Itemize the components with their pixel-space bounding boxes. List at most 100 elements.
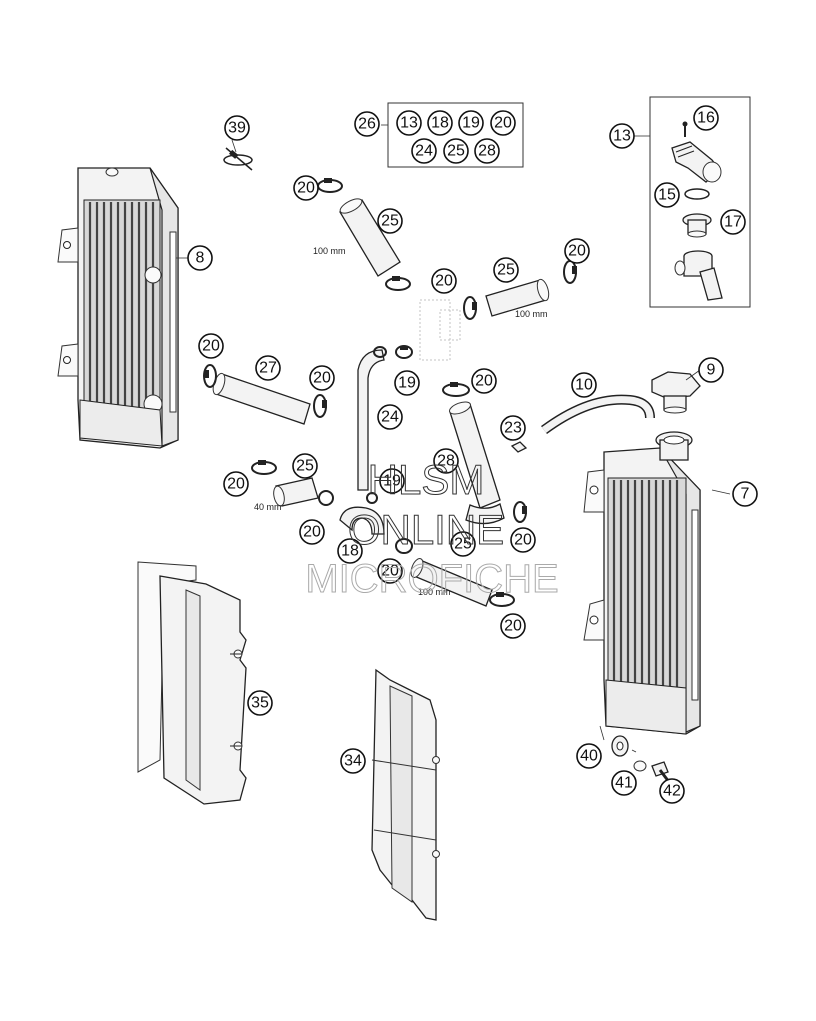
svg-text:7: 7	[741, 486, 750, 503]
svg-text:18: 18	[341, 543, 359, 560]
callout-25: 25	[443, 138, 469, 164]
svg-text:13: 13	[613, 128, 631, 145]
watermark: HLSM ONLINE MICROFICHE	[305, 456, 559, 602]
watermark-line-1: HLSM	[368, 456, 485, 503]
clip-23	[510, 441, 528, 453]
callout-17: 17	[720, 209, 746, 235]
svg-text:8: 8	[196, 250, 205, 267]
svg-text:10: 10	[575, 377, 593, 394]
callout-20: 20	[198, 333, 224, 359]
callout-24: 24	[411, 138, 437, 164]
callout-8: 8	[187, 245, 213, 271]
radiator-guard-35	[137, 561, 247, 805]
svg-text:25: 25	[447, 143, 465, 160]
svg-text:27: 27	[259, 360, 277, 377]
left-radiator-core	[83, 199, 161, 411]
hose-clamp	[373, 346, 387, 358]
svg-text:40: 40	[580, 748, 598, 765]
svg-text:20: 20	[227, 476, 245, 493]
callout-41: 41	[611, 770, 637, 796]
callout-9: 9	[698, 357, 724, 383]
callout-18: 18	[337, 538, 363, 564]
callout-40: 40	[576, 743, 602, 769]
svg-text:16: 16	[697, 110, 715, 127]
callout-18: 18	[427, 110, 453, 136]
radiator-guard-34	[371, 668, 440, 921]
callout-20: 20	[293, 175, 319, 201]
svg-text:28: 28	[437, 453, 455, 470]
cable-tie	[223, 147, 253, 171]
dimension-label: 100 mm	[418, 587, 451, 597]
callout-20: 20	[510, 527, 536, 553]
o-ring-part	[684, 188, 710, 200]
svg-text:23: 23	[504, 420, 522, 437]
watermark-line-2: ONLINE	[348, 506, 504, 553]
hose-25-centre	[449, 401, 501, 509]
svg-text:28: 28	[478, 143, 496, 160]
watermark-line-3: MICROFICHE	[305, 557, 558, 601]
svg-text:20: 20	[381, 563, 399, 580]
hose-clamp	[442, 382, 470, 397]
hose-clamp	[385, 276, 411, 291]
hose-18	[339, 506, 385, 535]
right-radiator	[583, 431, 701, 741]
callout-34: 34	[340, 748, 366, 774]
callout-20: 20	[223, 471, 249, 497]
callout-20: 20	[471, 368, 497, 394]
hose-clamp	[313, 394, 327, 418]
svg-text:20: 20	[514, 532, 532, 549]
right-radiator-core	[607, 477, 687, 705]
guard-stud	[432, 756, 440, 764]
callouts: 39 26 13 18 19 20 24 25 28 13 16 15 17 8…	[187, 105, 758, 804]
callout-24: 24	[377, 404, 403, 430]
thermostat-housing-cover	[671, 141, 722, 183]
callout-20: 20	[564, 238, 590, 264]
svg-text:20: 20	[504, 618, 522, 635]
hose-clamps	[203, 178, 577, 607]
svg-text:13: 13	[400, 115, 418, 132]
callout-19: 19	[458, 110, 484, 136]
hose-clamp	[395, 345, 413, 359]
grommet-part	[611, 735, 629, 757]
callout-20: 20	[500, 613, 526, 639]
thermostat-group-box	[634, 96, 751, 308]
svg-text:20: 20	[303, 524, 321, 541]
hose-clamp	[203, 364, 217, 388]
callout-20: 20	[309, 365, 335, 391]
svg-text:15: 15	[658, 187, 676, 204]
callout-20: 20	[490, 110, 516, 136]
callout-20: 20	[431, 268, 457, 294]
svg-text:20: 20	[475, 373, 493, 390]
washer-part	[633, 760, 647, 772]
hose-clamp	[318, 490, 334, 506]
callout-15: 15	[654, 182, 680, 208]
hose-clamp	[489, 592, 515, 607]
svg-text:20: 20	[494, 115, 512, 132]
dimension-labels: 100 mm 100 mm 40 mm 100 mm	[254, 246, 548, 597]
callout-10: 10	[571, 372, 597, 398]
callout-20: 20	[377, 558, 403, 584]
callout-39: 39	[224, 115, 250, 141]
hose-25-bottom	[410, 558, 493, 607]
svg-text:9: 9	[707, 362, 716, 379]
guard-bolt	[230, 741, 243, 751]
callout-20: 20	[299, 519, 325, 545]
hose-24	[357, 349, 385, 491]
callout-25: 25	[292, 453, 318, 479]
svg-text:19: 19	[462, 115, 480, 132]
kit-box-26	[381, 102, 524, 168]
svg-text:17: 17	[724, 214, 742, 231]
callout-16: 16	[693, 105, 719, 131]
svg-text:26: 26	[358, 116, 376, 133]
svg-text:39: 39	[228, 120, 246, 137]
dimension-label: 40 mm	[254, 502, 282, 512]
callout-28: 28	[474, 138, 500, 164]
svg-text:42: 42	[663, 783, 681, 800]
screw-part	[682, 121, 688, 137]
guard-bolt	[230, 649, 243, 659]
hose-27	[212, 372, 311, 425]
radiator-cap	[651, 371, 701, 414]
callout-25: 25	[377, 208, 403, 234]
svg-text:19: 19	[398, 375, 416, 392]
